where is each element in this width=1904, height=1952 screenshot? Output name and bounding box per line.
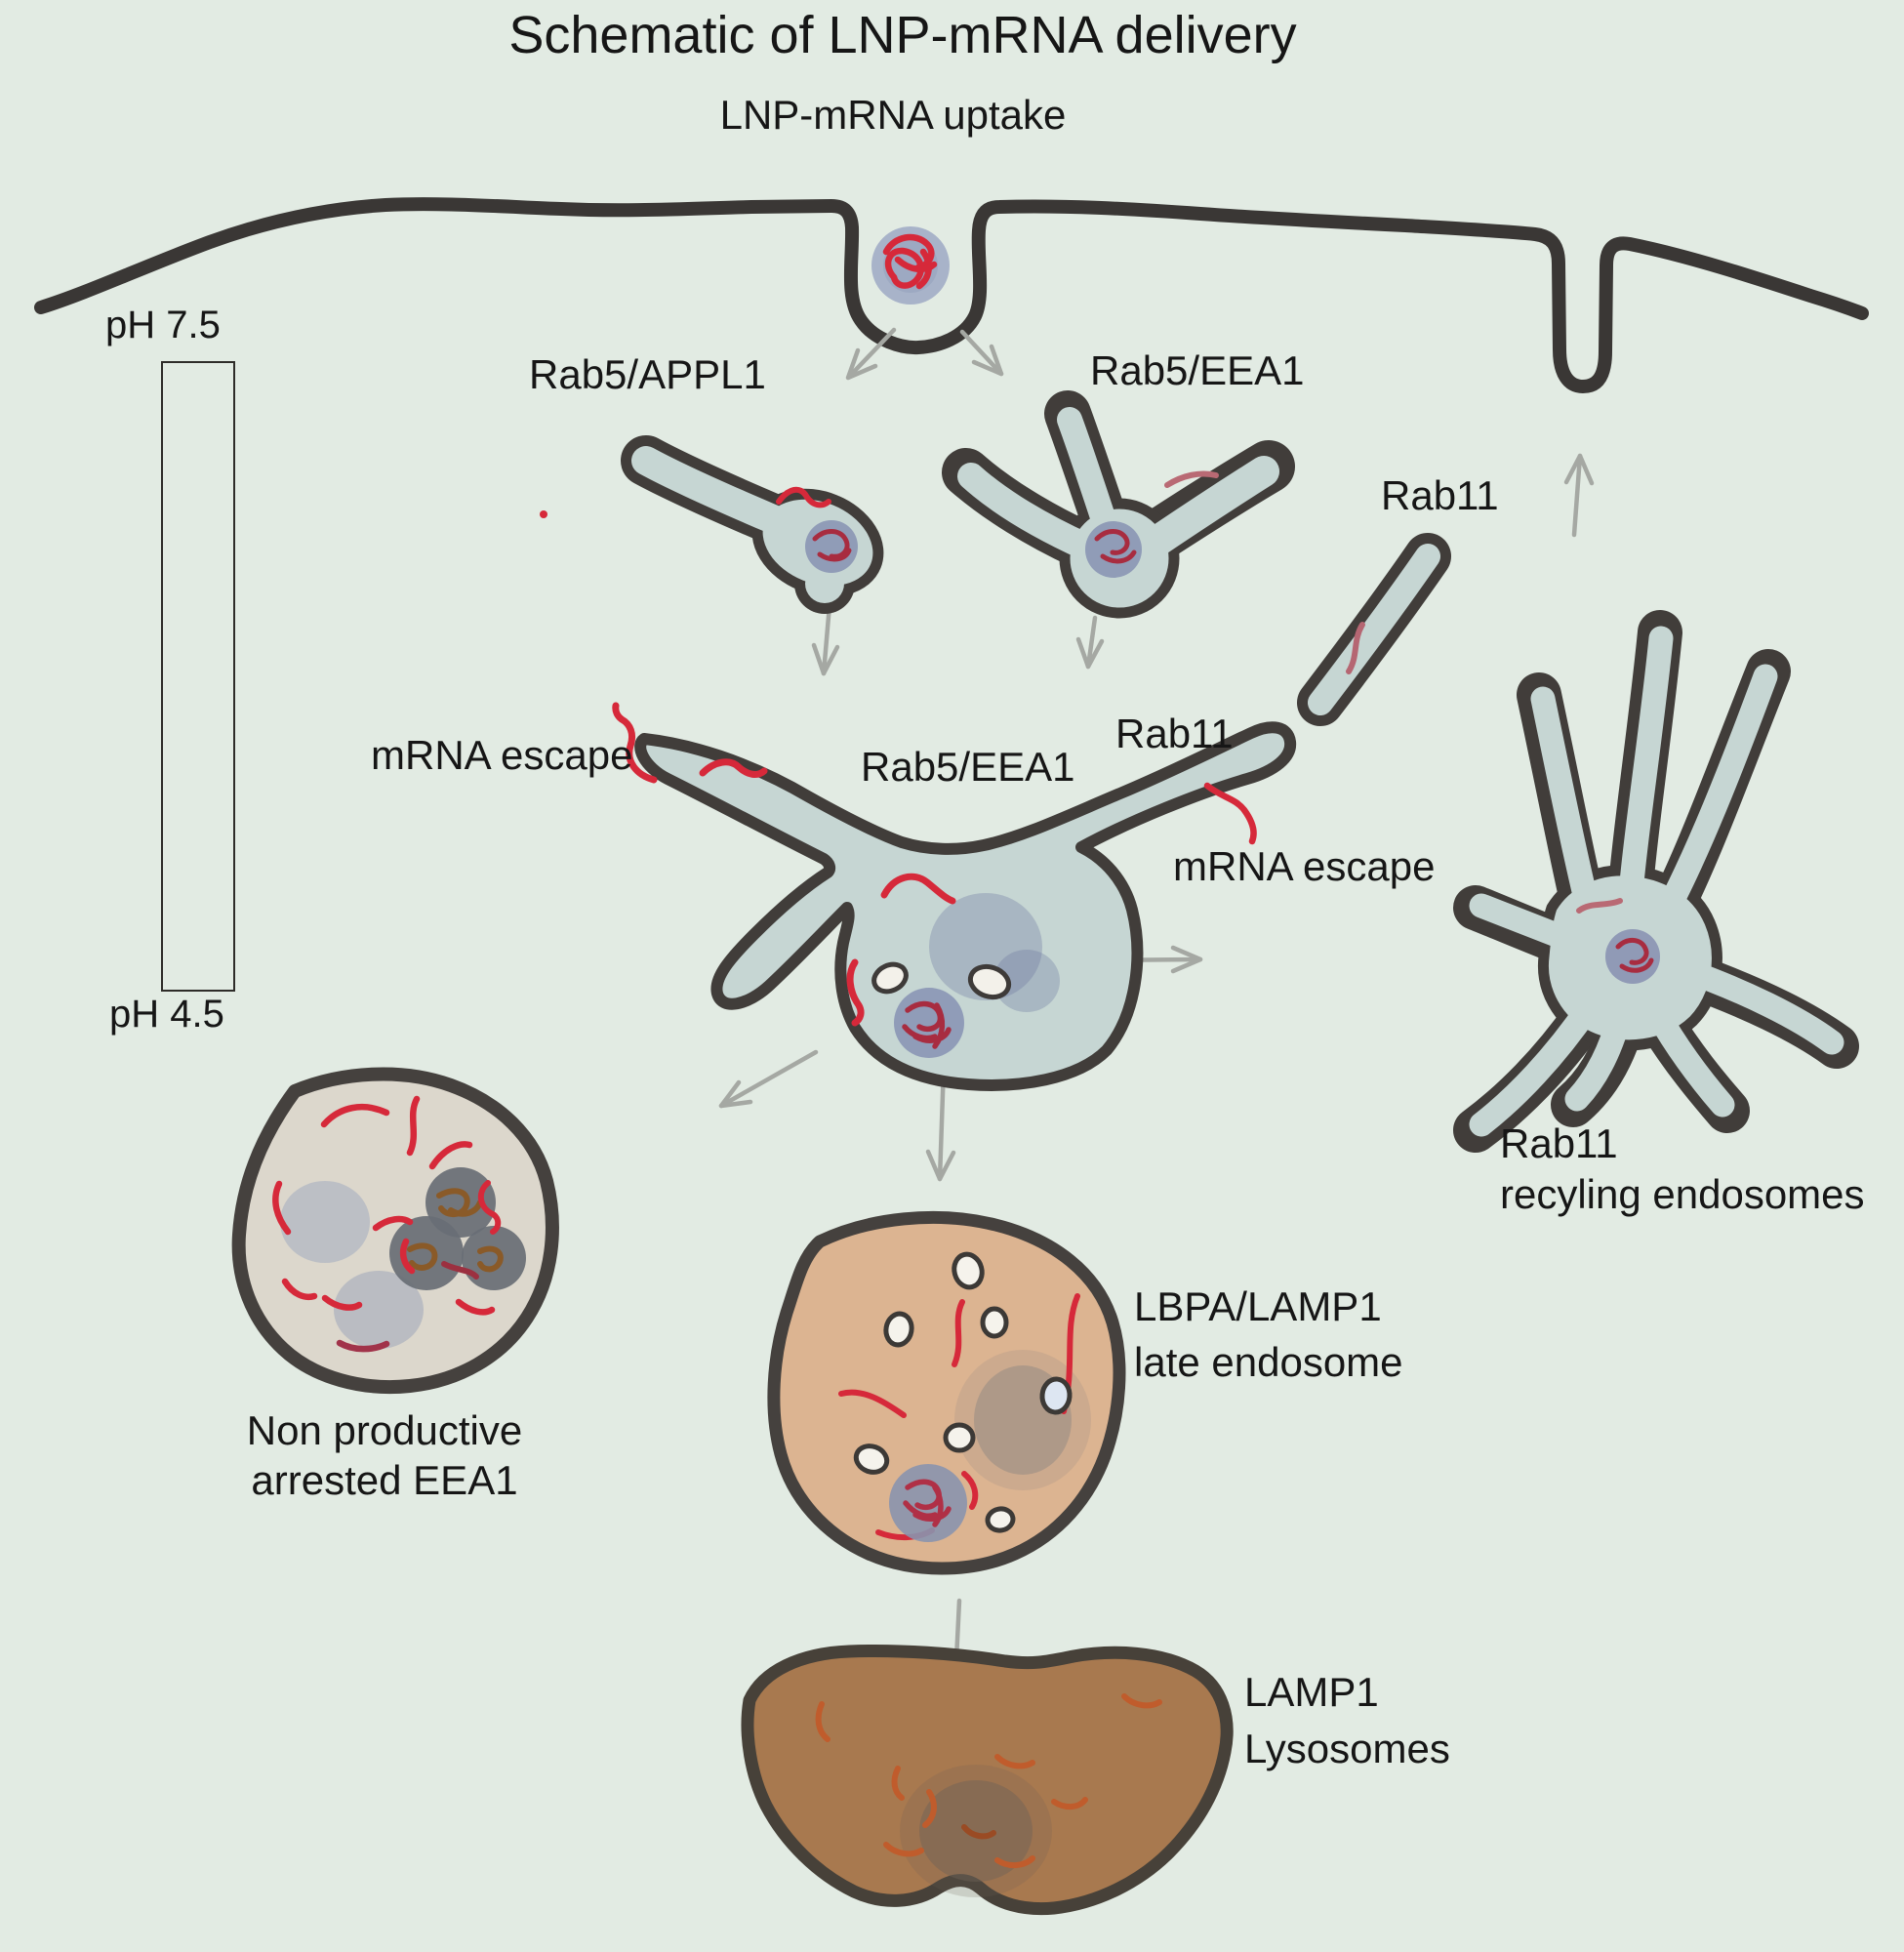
arrow-appl1-down <box>811 602 840 676</box>
degraded-mrna-squiggles <box>815 1693 1162 1868</box>
mrna-escape-squiggle-left <box>612 702 658 784</box>
arrested-eea1-vesicle <box>231 1067 559 1395</box>
membrane-line <box>34 197 1869 393</box>
arrow-uptake-to-eea1 <box>959 329 1004 377</box>
vesicle-shading <box>334 1271 424 1349</box>
mrna-in-arm <box>1164 470 1219 488</box>
label-late-endosome-1: LBPA/LAMP1 <box>1134 1283 1382 1329</box>
rab11-recycling-endosome <box>1453 610 1859 1153</box>
mrna-in-tubule <box>1346 622 1365 674</box>
label-rab11-upper: Rab11 <box>1381 472 1499 518</box>
free-mrna-squiggles <box>699 758 956 1027</box>
mrna-squiggle <box>776 486 831 508</box>
mrna-escape-squiggle-right <box>1203 782 1257 845</box>
lnp-in-endosome <box>894 988 964 1058</box>
label-late-endosome-2: late endosome <box>1134 1339 1403 1385</box>
rab5-eea1-endosome-upper <box>942 390 1295 619</box>
label-rab11-recycling-2: recyling endosomes <box>1500 1171 1865 1217</box>
label-mrna-escape-right: mRNA escape <box>1173 843 1436 889</box>
stray-red-dot <box>540 510 547 518</box>
endosome-shading <box>929 893 1042 1000</box>
label-mrna-escape-left: mRNA escape <box>371 732 633 778</box>
lysosome-shading <box>919 1780 1033 1882</box>
lnp-in-recycling <box>1605 929 1660 984</box>
label-lysosome-2: Lysosomes <box>1244 1726 1450 1771</box>
page-title: Schematic of LNP-mRNA delivery <box>508 6 1297 64</box>
lysosome-body <box>741 1644 1234 1916</box>
lnp-in-appl1 <box>805 520 858 573</box>
label-lnp-mrna-uptake: LNP-mRNA uptake <box>719 92 1067 138</box>
lnp-mrna-squiggles <box>1094 529 1137 564</box>
label-nonproductive-2: arrested EEA1 <box>251 1457 518 1503</box>
rab11-tubule <box>1297 533 1451 726</box>
lnp-mrna-squiggles <box>882 233 938 290</box>
arrested-lnp-cluster <box>389 1167 526 1290</box>
lysosome <box>741 1644 1234 1916</box>
rab5-appl1-endosome <box>621 435 884 614</box>
vesicle-shading <box>280 1181 370 1263</box>
label-rab11-recycling-1: Rab11 <box>1500 1120 1618 1166</box>
label-rab11-mid: Rab11 <box>1115 711 1234 756</box>
endosome-shading <box>993 950 1060 1012</box>
intraluminal-vesicles <box>853 1251 1073 1533</box>
central-sorting-endosome <box>612 702 1297 1091</box>
lnp-in-late-endosome <box>889 1464 967 1542</box>
trapped-mrna-squiggles <box>272 1095 496 1316</box>
label-lysosome-1: LAMP1 <box>1244 1669 1379 1715</box>
arrow-eea1-down <box>1075 615 1105 670</box>
label-rab5-appl1: Rab5/APPL1 <box>529 351 766 397</box>
late-endosome-body <box>767 1210 1126 1575</box>
label-rab5-eea1-central: Rab5/EEA1 <box>861 744 1075 790</box>
intraluminal-vesicle <box>871 961 909 995</box>
lnp-particle-uptake <box>871 226 950 305</box>
late-endosome <box>767 1210 1126 1575</box>
arrow-exocytosis-up <box>1563 453 1595 538</box>
arrow-to-arrested <box>718 1049 819 1109</box>
endosome-body <box>634 721 1297 1091</box>
intraluminal-vesicle <box>967 963 1012 1000</box>
cell-membrane <box>34 197 1869 393</box>
lnp-mrna-squiggles <box>903 1479 952 1527</box>
label-ph-bottom: pH 4.5 <box>109 993 224 1036</box>
label-rab5-eea1-upper: Rab5/EEA1 <box>1090 347 1305 393</box>
lnp-mrna-squiggles <box>902 1000 952 1049</box>
label-ph-top: pH 7.5 <box>105 304 221 346</box>
mrna-in-recycling <box>1576 898 1623 914</box>
label-nonproductive-1: Non productive <box>246 1407 523 1453</box>
lnp-mrna-squiggles <box>812 529 852 562</box>
lnp-mrna-squiggles <box>1615 938 1654 973</box>
arrow-uptake-to-appl1 <box>845 327 897 381</box>
ph-gradient-scale <box>161 361 235 992</box>
